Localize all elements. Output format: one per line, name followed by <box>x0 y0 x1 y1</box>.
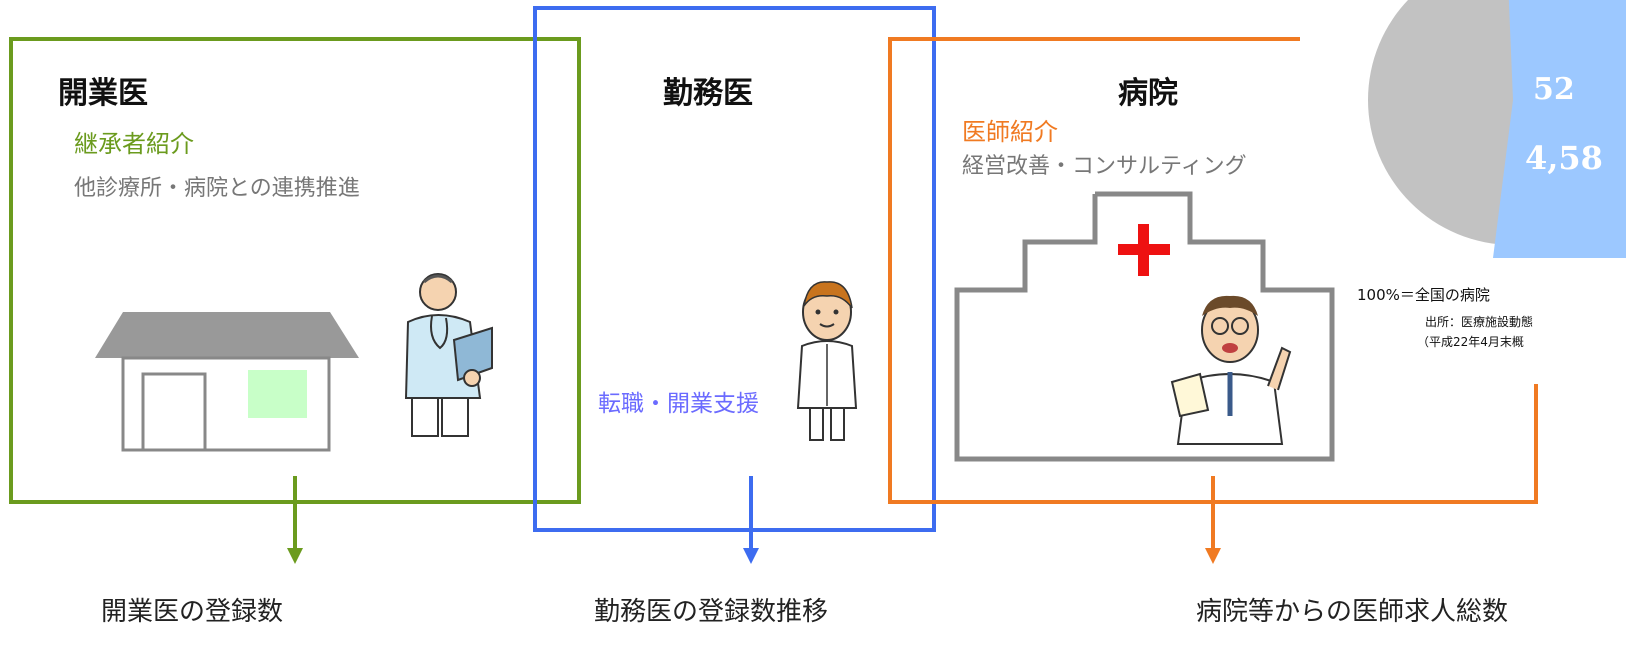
pie-source-line1: 出所：医療施設動態 <box>1425 315 1534 329</box>
employed-doctor-illustration <box>796 281 858 441</box>
practitioner-service-collaboration: 他診療所・病院との連携推進 <box>74 176 360 201</box>
employed-service: 転職・開業支援 <box>598 391 759 417</box>
hospital-arrow <box>1205 476 1221 564</box>
practitioner-service-successor: 継承者紹介 <box>74 130 194 158</box>
clinic-illustration <box>95 312 359 452</box>
practitioner-title: 開業医 <box>58 76 148 111</box>
practitioner-doctor-illustration <box>404 273 493 437</box>
pie-chart <box>1368 0 1626 258</box>
hospital-title: 病院 <box>1118 76 1178 111</box>
hospital-box-bottom-ext <box>1296 500 1538 504</box>
hospital-service-consulting: 経営改善・コンサルティング <box>962 154 1247 179</box>
employed-title: 勤務医 <box>663 76 753 111</box>
hospital-building-illustration <box>954 191 1335 462</box>
red-cross-icon <box>1118 224 1170 276</box>
practitioner-bottom-label: 開業医の登録数 <box>101 597 284 627</box>
employed-arrow <box>743 476 759 564</box>
pie-slice-highlight <box>1493 0 1626 258</box>
pie-value-count: 4,58 <box>1525 139 1603 177</box>
hospital-box <box>888 37 1300 504</box>
pie-value-percent: 52 <box>1533 72 1575 107</box>
employed-box <box>533 6 936 532</box>
pie-caption: 100%＝全国の病院 <box>1357 286 1490 304</box>
pie-source-line2: （平成22年4月末概 <box>1417 335 1524 349</box>
employed-bottom-label: 勤務医の登録数推移 <box>594 597 829 627</box>
hospital-service-introduction: 医師紹介 <box>962 118 1058 146</box>
hospital-box-right-ext <box>1534 384 1538 504</box>
hospital-bottom-label: 病院等からの医師求人総数 <box>1196 597 1509 627</box>
hospital-doctor-illustration <box>1170 295 1292 445</box>
practitioner-arrow <box>287 476 303 564</box>
